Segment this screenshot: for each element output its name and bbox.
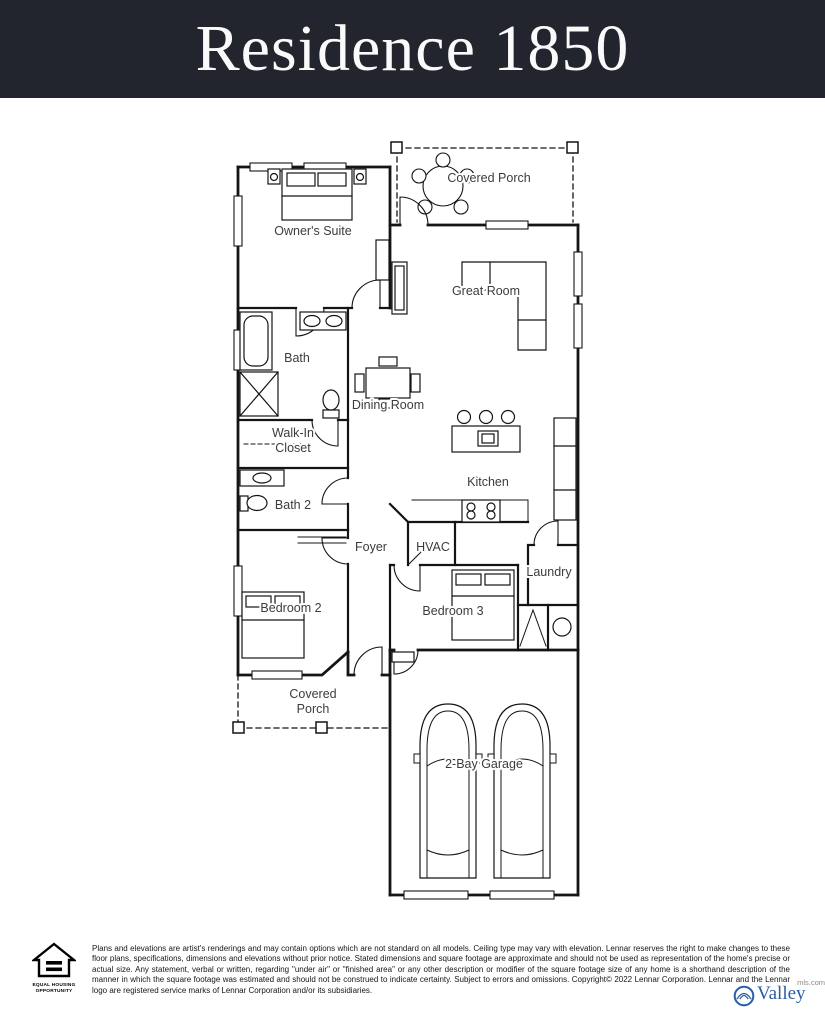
owners-bed-icon: [267, 168, 367, 221]
porch-post: [566, 141, 579, 154]
room-label-covered-porch-top: Covered Porch: [447, 171, 530, 185]
floorplan-image: Covered Porch Owner's Suite Great Room B…: [0, 98, 825, 910]
disclaimer-text: Plans and elevations are artist's render…: [92, 944, 790, 995]
covered-porch-bottom-structure: [232, 674, 391, 734]
porch-post: [390, 141, 403, 154]
valleymls-name: Valley: [757, 983, 806, 1004]
toilet-icon: [322, 389, 340, 419]
patio-table-icon: [411, 152, 475, 215]
porch-post: [315, 721, 328, 734]
room-label-bath: Bath: [284, 351, 310, 365]
bedroom3-closet-doors: [519, 608, 547, 647]
garage-step: [391, 651, 415, 663]
water-heater-icon: [552, 617, 572, 637]
room-label-owners-suite: Owner's Suite: [274, 224, 351, 238]
room-label-bath2: Bath 2: [275, 498, 311, 512]
sectional-sofa-icon: [461, 261, 547, 351]
valleymls-logo: mls.com Valley: [733, 978, 825, 1010]
garage-doors: [403, 890, 555, 900]
room-label-bedroom3: Bedroom 3: [422, 604, 483, 618]
hvac-door: [407, 542, 431, 566]
car-icon: [413, 703, 483, 879]
vanity2-icon: [239, 469, 285, 487]
room-label-walk-in-closet: Closet: [275, 441, 311, 455]
room-label-great-room: Great Room: [452, 284, 520, 298]
porch-post: [232, 721, 245, 734]
room-label-bedroom2: Bedroom 2: [260, 601, 321, 615]
room-label-foyer: Foyer: [355, 540, 387, 554]
door-swings: [295, 196, 559, 676]
cars: [413, 703, 557, 879]
range-icon: [461, 499, 501, 523]
valleymls-suffix: mls.com: [797, 978, 825, 987]
media-console-icon: [391, 261, 408, 315]
bed3-icon: [451, 569, 515, 641]
windows: [233, 162, 583, 680]
dining-table-icon: [354, 356, 421, 409]
equal-housing-logo: EQUAL HOUSING OPPORTUNITY: [30, 942, 78, 995]
room-label-covered-porch-bottom: Covered: [289, 687, 336, 701]
title-banner: Residence 1850: [0, 0, 825, 98]
room-label-covered-porch-bottom: Porch: [297, 702, 330, 716]
equal-housing-house-icon: [30, 942, 78, 978]
room-label-hvac: HVAC: [416, 540, 450, 554]
room-label-walk-in-closet: Walk-In: [272, 426, 314, 440]
bed2-icon: [241, 591, 305, 659]
equal-housing-text-line2: OPPORTUNITY: [35, 988, 73, 994]
interior-walls: [236, 306, 580, 654]
car-icon: [487, 703, 557, 879]
double-vanity-icon: [299, 311, 347, 331]
page-title: Residence 1850: [195, 12, 630, 85]
toilet2-icon: [239, 494, 268, 512]
room-label-garage: 2-Bay Garage: [445, 757, 523, 771]
valleymls-circle-icon: [733, 985, 755, 1007]
shower-icon: [239, 371, 279, 417]
room-labels: Covered Porch Owner's Suite Great Room B…: [258, 169, 574, 773]
bedroom2-closet-doors: [297, 536, 347, 544]
equal-housing-text-line1: EQUAL HOUSING: [32, 983, 76, 988]
room-label-dining-room: Dining Room: [352, 398, 424, 412]
dresser-icon: [375, 239, 390, 281]
fridge-pantry-icon: [553, 417, 577, 521]
kitchen-island-icon: [451, 409, 521, 453]
furniture: [239, 168, 577, 663]
room-label-laundry: Laundry: [526, 565, 572, 579]
bathtub-icon: [239, 311, 273, 371]
floorplan-svg: Covered Porch Owner's Suite Great Room B…: [232, 141, 583, 900]
room-label-kitchen: Kitchen: [467, 475, 509, 489]
covered-porch-top-structure: [390, 141, 579, 223]
